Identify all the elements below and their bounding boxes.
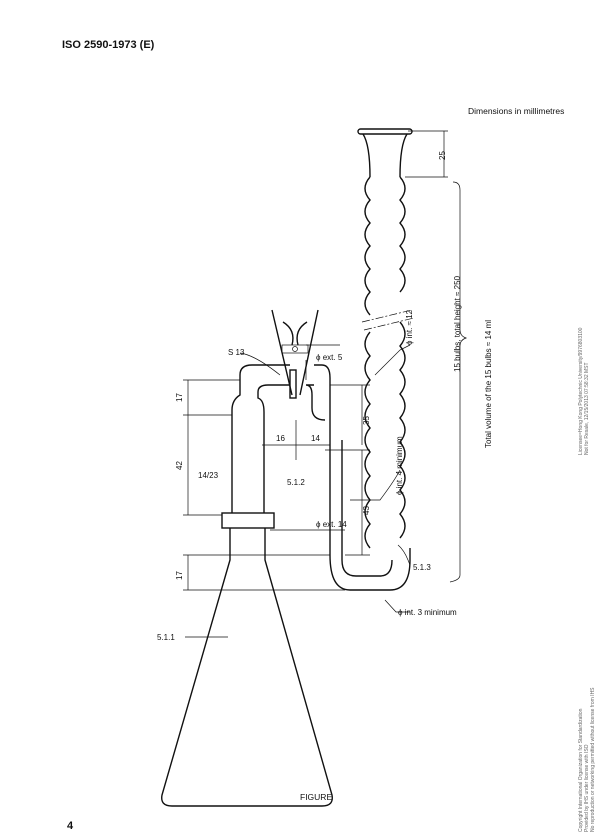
label-14: 14 — [311, 434, 320, 443]
document-header: ISO 2590-1973 (E) — [62, 39, 155, 51]
dimensions-note: Dimensions in millimetres — [468, 106, 565, 116]
funnel — [362, 133, 408, 178]
label-16: 16 — [276, 434, 285, 443]
label-35: 35 — [362, 416, 371, 425]
break-line — [361, 309, 415, 331]
bulb-column-right — [399, 176, 406, 539]
label-bulbs: 15 bulbs, total height ≈ 250 — [453, 275, 462, 372]
label-int4: ϕ int. 4 minimum — [395, 436, 404, 495]
funnel-rim — [357, 128, 413, 135]
label-ext5: ϕ ext. 5 — [316, 353, 343, 362]
label-ext14: ϕ ext. 14 — [316, 520, 347, 529]
ground-joint — [221, 512, 275, 529]
label-int12: ϕ int. ≈ 12 — [405, 309, 414, 345]
label-5-1-3: 5.1.3 — [413, 563, 431, 572]
label-42: 42 — [175, 461, 184, 470]
label-int3: ϕ int. 3 minimum — [398, 608, 457, 617]
label-s13: S 13 — [228, 348, 245, 357]
label-17-top: 17 — [175, 393, 184, 402]
label-5-1-2: 5.1.2 — [287, 478, 305, 487]
label-joint: 14/23 — [198, 471, 219, 480]
conical-flask — [161, 528, 333, 807]
bulb-column-left — [364, 176, 371, 549]
label-5-1-1: 5.1.1 — [157, 633, 175, 642]
label-43: 43 — [362, 506, 371, 515]
page-number: 4 — [67, 820, 74, 832]
dimension-lines — [183, 130, 468, 638]
label-17-bottom: 17 — [175, 571, 184, 580]
connecting-tube — [231, 364, 411, 591]
label-volume: Total volume of the 15 bulbs ≈ 14 ml — [484, 320, 493, 448]
label-25: 25 — [438, 151, 447, 160]
figure-caption: FIGURE — [300, 792, 332, 802]
clip-icon — [271, 309, 319, 399]
inner-tube — [341, 440, 393, 577]
